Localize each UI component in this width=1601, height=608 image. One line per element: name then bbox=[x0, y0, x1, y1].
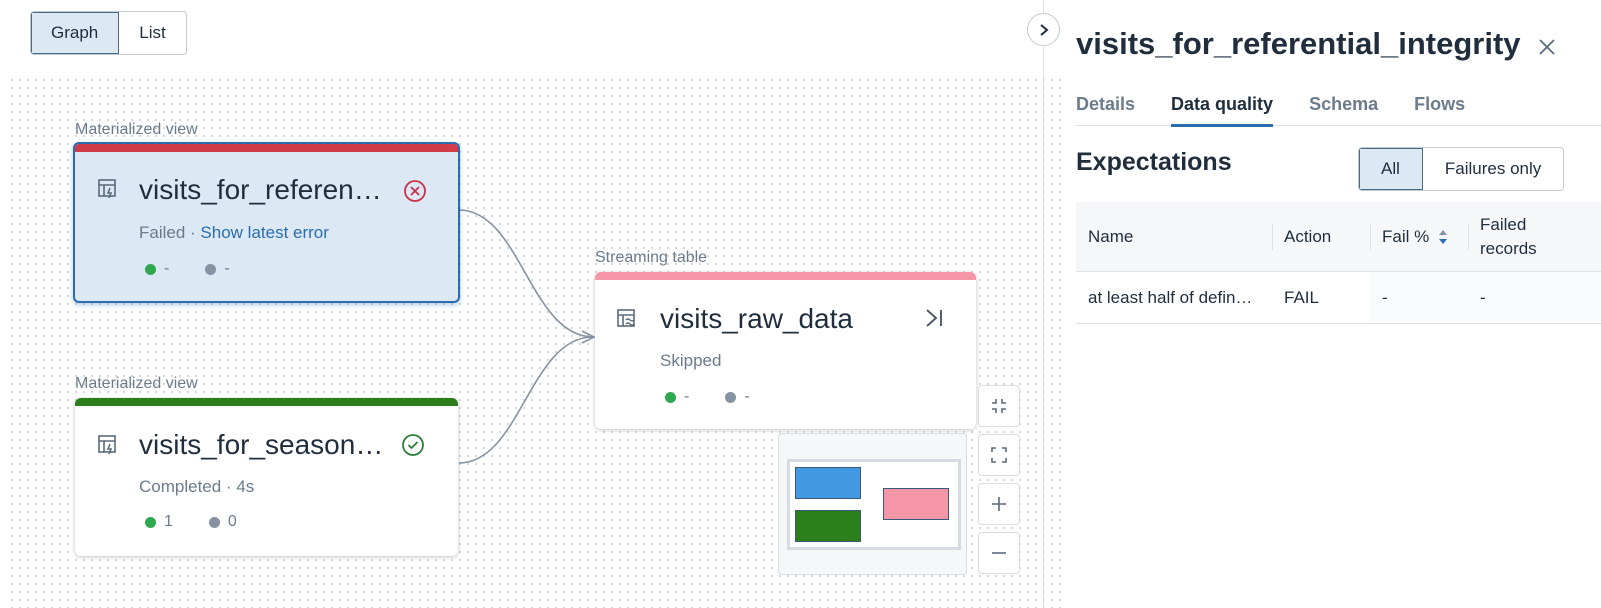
show-latest-error-link[interactable]: Show latest error bbox=[200, 223, 329, 242]
zoom-in-button[interactable] bbox=[978, 483, 1020, 525]
filter-failures-button[interactable]: Failures only bbox=[1444, 159, 1542, 178]
node-status-text: Failed · bbox=[139, 223, 201, 242]
details-panel: visits_for_referential_integrity Details… bbox=[1076, 0, 1601, 608]
close-icon[interactable] bbox=[1534, 34, 1560, 60]
section-title: Expectations bbox=[1076, 148, 1232, 176]
edge-arrowhead bbox=[581, 330, 596, 344]
list-view-button[interactable]: List bbox=[139, 23, 166, 42]
materialized-view-icon bbox=[98, 179, 116, 199]
view-toggle: Graph List bbox=[30, 11, 187, 55]
edge-seasonal-to-raw bbox=[458, 336, 593, 464]
graph-canvas[interactable]: Graph List Materialized view visits_for_… bbox=[0, 0, 1065, 608]
fullscreen-button[interactable] bbox=[978, 434, 1020, 476]
expectations-table: Name Action Fail % Failed records at lea… bbox=[1076, 202, 1601, 324]
node-title: visits_raw_data bbox=[660, 303, 853, 334]
tab-details[interactable]: Details bbox=[1076, 94, 1136, 114]
column-header-name[interactable]: Name bbox=[1088, 226, 1134, 246]
zoom-out-button[interactable] bbox=[978, 532, 1020, 574]
minimap-node-referential bbox=[795, 467, 861, 499]
node-status: Failed · Show latest error bbox=[139, 223, 329, 243]
node-status-bar bbox=[75, 398, 458, 406]
cell-action: FAIL bbox=[1284, 287, 1319, 307]
panel-tabs: Details Data quality Schema Flows bbox=[1076, 86, 1601, 127]
neutral-dot-icon bbox=[205, 263, 217, 275]
tab-schema[interactable]: Schema bbox=[1309, 94, 1379, 114]
stat-dropped: 0 bbox=[227, 513, 237, 530]
fit-view-button[interactable] bbox=[978, 385, 1020, 427]
node-visits-for-seasonal[interactable]: visits_for_season… Completed · 4s 1 0 bbox=[75, 398, 458, 556]
stat-written: 1 bbox=[164, 513, 173, 530]
node-stats: - - bbox=[665, 388, 750, 406]
node-status: Completed · 4s bbox=[139, 477, 255, 496]
edge-referential-to-raw bbox=[458, 209, 593, 338]
collapse-panel-button[interactable] bbox=[1027, 13, 1060, 46]
graph-edges bbox=[458, 209, 596, 464]
node-type-label: Streaming table bbox=[595, 249, 708, 266]
tab-data-quality[interactable]: Data quality bbox=[1171, 86, 1274, 127]
node-status-bar bbox=[595, 272, 976, 280]
minus-icon bbox=[992, 552, 1006, 554]
node-title: visits_for_season… bbox=[139, 429, 384, 460]
fullscreen-icon bbox=[991, 447, 1007, 463]
table-header: Name Action Fail % Failed records bbox=[1076, 202, 1601, 272]
node-status-bar bbox=[75, 144, 458, 152]
stat-written: - bbox=[684, 388, 690, 405]
filter-all-button[interactable]: All bbox=[1359, 148, 1423, 190]
node-title: visits_for_referent… bbox=[139, 174, 385, 205]
cell-name: at least half of defin… bbox=[1076, 272, 1272, 323]
success-dot-icon bbox=[145, 516, 156, 528]
error-circle-icon bbox=[404, 180, 426, 202]
collapse-arrows-icon bbox=[992, 399, 1006, 413]
column-header-label: Fail % bbox=[1382, 226, 1430, 246]
sort-icon[interactable] bbox=[1437, 227, 1449, 247]
column-header-label: Failed records bbox=[1480, 214, 1537, 258]
minimap[interactable] bbox=[778, 433, 967, 575]
plus-icon bbox=[992, 497, 1006, 511]
panel-divider[interactable] bbox=[1043, 0, 1044, 608]
graph-view-button[interactable]: Graph bbox=[31, 12, 120, 54]
success-dot-icon bbox=[665, 391, 676, 403]
node-visits-for-referential-integrity[interactable]: visits_for_referent… Failed · Show lates… bbox=[73, 142, 460, 303]
skip-icon bbox=[926, 309, 942, 327]
minimap-node-raw bbox=[883, 488, 949, 520]
panel-title: visits_for_referential_integrity bbox=[1076, 26, 1521, 61]
neutral-dot-icon bbox=[208, 516, 220, 528]
materialized-view-icon bbox=[98, 435, 116, 455]
tab-flows[interactable]: Flows bbox=[1414, 94, 1466, 114]
stat-dropped: - bbox=[224, 260, 230, 277]
minimap-node-seasonal bbox=[795, 510, 861, 542]
cell-fail-pct: - bbox=[1370, 272, 1468, 323]
success-dot-icon bbox=[145, 263, 156, 275]
node-stats: 1 0 bbox=[145, 513, 237, 531]
stat-dropped: - bbox=[744, 388, 750, 405]
node-visits-raw-data[interactable]: visits_raw_data Skipped - - bbox=[595, 272, 976, 429]
neutral-dot-icon bbox=[725, 391, 737, 403]
column-header-action[interactable]: Action bbox=[1272, 202, 1370, 271]
stat-written: - bbox=[164, 260, 170, 277]
node-status: Skipped bbox=[660, 351, 722, 370]
column-header-fail-pct[interactable]: Fail % bbox=[1370, 202, 1468, 271]
check-circle-icon bbox=[402, 434, 424, 456]
column-header-failed-records[interactable]: Failed records bbox=[1468, 202, 1601, 271]
node-stats: - - bbox=[145, 260, 230, 278]
table-row[interactable]: at least half of defin… FAIL - - bbox=[1076, 272, 1601, 324]
node-type-label: Materialized view bbox=[75, 121, 198, 138]
chevron-right-icon bbox=[1039, 23, 1049, 36]
cell-name-text: at least half of defin… bbox=[1088, 287, 1253, 307]
node-type-label: Materialized view bbox=[75, 375, 198, 392]
cell-failed-records: - bbox=[1468, 272, 1601, 323]
streaming-table-icon bbox=[617, 309, 635, 327]
expectations-filter: All Failures only bbox=[1358, 147, 1565, 191]
